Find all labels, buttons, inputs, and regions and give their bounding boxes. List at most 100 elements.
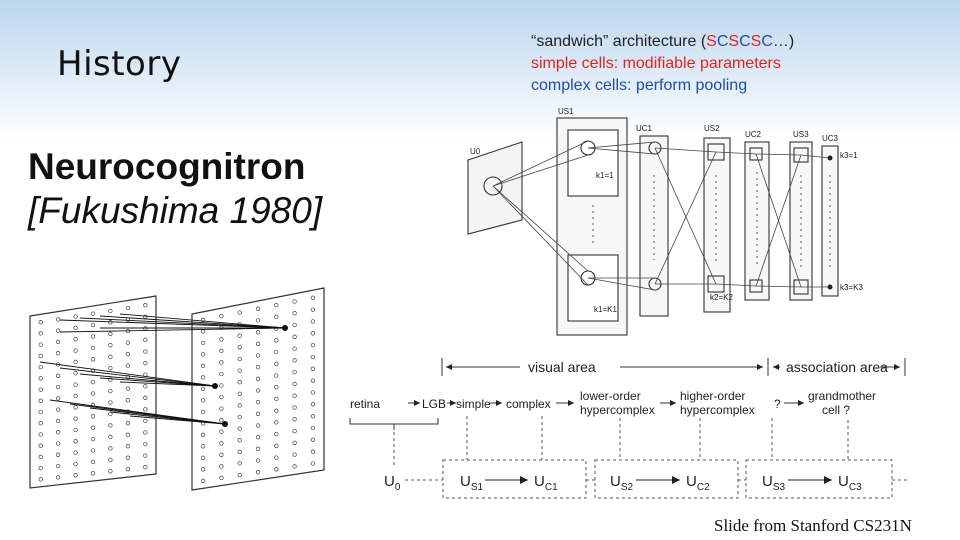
visual-area-label: visual area — [528, 359, 596, 375]
grid-dot — [274, 431, 279, 437]
note-sandwich-suffix: …) — [772, 33, 795, 50]
stage-higher-order: higher-order — [680, 389, 745, 403]
grid-dot — [90, 357, 96, 362]
grid-dot — [73, 348, 78, 353]
uc2-label: UC2 — [745, 130, 762, 139]
grid-dot — [108, 308, 113, 314]
grid-dot — [237, 356, 242, 362]
stage-complex: complex — [506, 397, 551, 411]
grid-dot — [255, 306, 261, 311]
k3-top-label: k3=1 — [840, 151, 858, 160]
grid-dot — [38, 353, 43, 359]
box1-uc: UC1 — [534, 473, 558, 493]
grid-dot — [292, 417, 297, 422]
grid-dot — [73, 439, 78, 444]
plane-connections — [39, 313, 286, 425]
grid-dot — [310, 354, 316, 360]
k1-bottom-label: k1=K1 — [594, 305, 617, 314]
grid-dot — [200, 340, 206, 346]
grid-dot — [274, 396, 279, 402]
grid-dot — [274, 408, 279, 413]
grid-dot — [274, 455, 279, 460]
grid-dot — [274, 314, 279, 320]
grid-dot — [73, 405, 78, 410]
note-sandwich-prefix: “sandwich” architecture ( — [531, 33, 707, 50]
grid-dot — [292, 299, 297, 304]
grid-dot — [237, 391, 242, 396]
grid-dot — [292, 311, 297, 316]
grid-dot — [274, 361, 279, 366]
grid-dot — [143, 441, 148, 447]
grid-dot — [73, 314, 78, 319]
grid-dot — [143, 303, 148, 308]
grid-dot — [55, 463, 61, 469]
grid-dot — [219, 371, 224, 377]
grid-dot — [55, 418, 61, 424]
slide-title: History — [57, 44, 182, 84]
grid-dot — [292, 440, 297, 445]
grid-dot — [219, 394, 224, 400]
grid-dot — [310, 378, 316, 383]
grid-dot — [310, 366, 316, 371]
grid-dot — [108, 400, 113, 405]
grid-dot — [274, 338, 279, 343]
grid-dot — [38, 454, 43, 460]
us1-label: US1 — [558, 107, 574, 116]
note-simple-cells: simple cells: modifiable parameters — [531, 55, 781, 72]
note-s1: S — [706, 33, 717, 50]
grid-dot — [219, 348, 224, 354]
grid-dot — [55, 373, 61, 378]
grid-dot — [38, 342, 43, 347]
grid-dot — [255, 376, 261, 381]
grid-dot — [38, 398, 43, 403]
grid-dot — [219, 418, 224, 423]
grid-dot — [292, 334, 297, 339]
box3-uc: UC3 — [838, 473, 862, 493]
us3-panel — [789, 141, 813, 301]
k1-top-label: k1=1 — [596, 171, 614, 180]
grid-dot — [200, 352, 206, 357]
grid-dot — [108, 331, 113, 336]
grid-dot — [143, 349, 148, 354]
grid-dot — [55, 317, 61, 322]
grid-dot — [143, 465, 148, 470]
grid-dot — [143, 453, 148, 458]
grid-dot — [292, 369, 297, 375]
grid-dot — [237, 414, 242, 420]
note-c1: C — [716, 33, 729, 50]
stage-simple: simple — [456, 397, 491, 411]
grid-dot — [292, 346, 297, 351]
grid-dot — [310, 425, 316, 431]
grid-dot — [274, 420, 279, 425]
grid-dot — [108, 446, 113, 451]
grid-dot — [237, 449, 242, 454]
grid-dot — [274, 385, 279, 390]
grid-dot — [143, 407, 148, 412]
uc3-label: UC3 — [822, 134, 839, 143]
grid-dot — [292, 393, 297, 398]
grid-dot — [292, 452, 297, 457]
note-c2: C — [739, 33, 751, 50]
grid-dot — [90, 425, 96, 430]
grid-dot — [108, 366, 113, 371]
grid-dot — [125, 398, 131, 403]
grid-dot — [73, 371, 78, 376]
grid-dot — [237, 368, 242, 373]
grid-dot — [310, 402, 316, 407]
us3-label: US3 — [793, 130, 809, 139]
grid-dot — [55, 328, 61, 333]
grid-dot — [255, 435, 261, 440]
grid-dot — [108, 377, 113, 382]
grid-dot — [310, 295, 316, 300]
architecture-notes: “sandwich” architecture (SCSCSC…) simple… — [531, 31, 794, 97]
grid-dot — [219, 475, 224, 481]
uc1-label: UC1 — [636, 124, 653, 133]
grid-dot — [219, 464, 224, 469]
grid-dot — [108, 354, 113, 359]
grid-dot — [55, 452, 61, 457]
citation: [Fukushima 1980] — [28, 190, 323, 231]
grid-dot — [237, 426, 242, 431]
grid-dot — [55, 430, 61, 435]
